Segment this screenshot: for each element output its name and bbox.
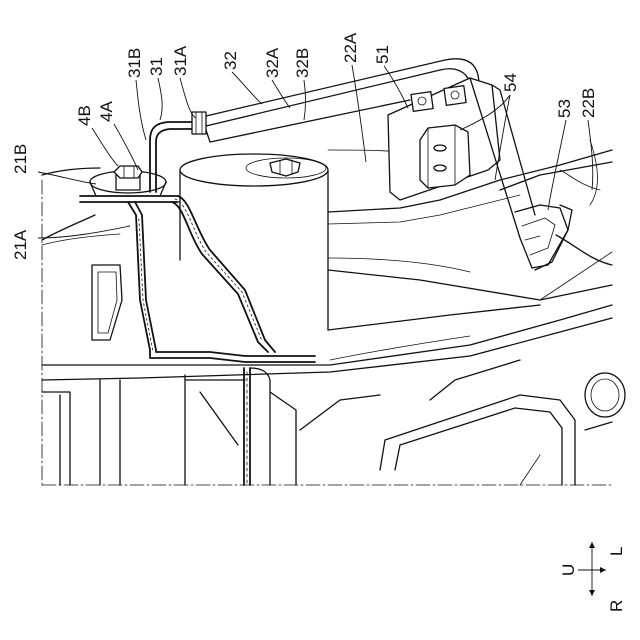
arrow-down-icon — [589, 590, 595, 596]
label-32A: 32A — [263, 47, 282, 78]
lower-floor-structure — [42, 305, 625, 485]
label-53: 53 — [555, 99, 574, 118]
label-51: 51 — [373, 45, 392, 64]
label-22A: 22A — [341, 32, 360, 63]
arrow-left-icon — [600, 567, 606, 573]
label-31: 31 — [147, 57, 166, 76]
label-31B: 31B — [125, 48, 144, 78]
label-4B: 4B — [75, 105, 94, 126]
label-32B: 32B — [293, 48, 312, 78]
label-22B: 22B — [579, 88, 598, 118]
label-31A: 31A — [171, 45, 190, 76]
direction-left-label: L — [607, 547, 626, 556]
label-54: 54 — [501, 73, 520, 92]
sectioned-bracket — [80, 196, 315, 362]
label-21A: 21A — [11, 229, 30, 260]
body-panel-21 — [42, 168, 122, 340]
bolt-4 — [90, 166, 166, 196]
label-4A: 4A — [97, 101, 116, 122]
label-21B: 21B — [11, 144, 30, 174]
direction-up-label: U — [559, 564, 578, 576]
arrow-up-icon — [589, 542, 595, 548]
frame-edges — [42, 180, 612, 485]
reference-labels: 21B 21A 4B 4A 31B 31 31A 32 32A 32B 22A … — [11, 32, 598, 260]
direction-indicator: U L R — [559, 542, 626, 612]
label-32: 32 — [221, 51, 240, 70]
direction-rear-label: R — [607, 600, 626, 612]
mount-cylinder — [180, 154, 328, 330]
